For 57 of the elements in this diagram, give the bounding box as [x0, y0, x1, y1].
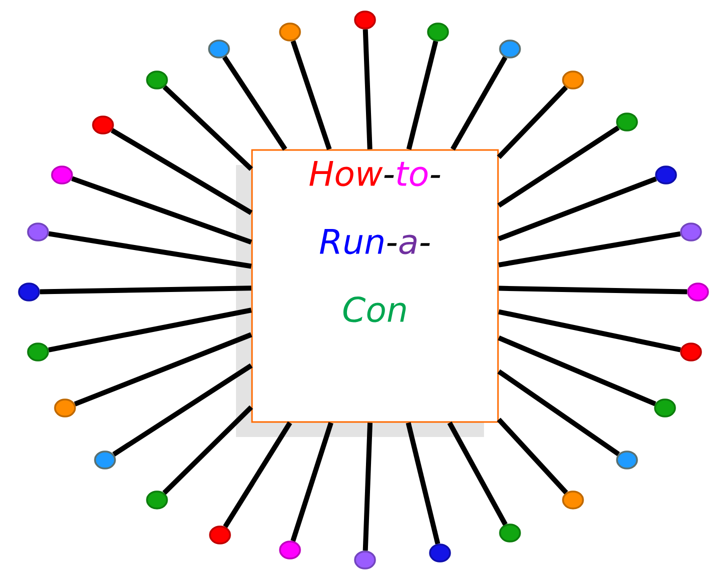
ball [427, 22, 449, 42]
ball [680, 222, 702, 242]
stick [74, 332, 252, 406]
ball [654, 398, 676, 418]
stick [362, 422, 373, 551]
title-box: How-to- Run-a- Con [251, 149, 499, 423]
stick [110, 128, 253, 215]
ball [616, 450, 638, 470]
ball [18, 282, 40, 302]
stick [406, 40, 438, 150]
ball [616, 112, 638, 132]
ball [354, 10, 376, 30]
stick [447, 422, 508, 526]
ball [51, 166, 73, 184]
ball [499, 524, 521, 542]
ball [27, 222, 49, 242]
ball [680, 342, 702, 362]
ball [94, 450, 116, 470]
stick [112, 363, 253, 456]
stick [222, 56, 288, 151]
ball [499, 40, 521, 58]
stick [496, 86, 568, 159]
ball [208, 40, 230, 58]
ball [92, 116, 114, 134]
stick [497, 369, 620, 456]
ball [54, 398, 76, 418]
ball [27, 342, 49, 362]
stick [71, 176, 252, 245]
stick [406, 422, 440, 544]
ball [279, 540, 301, 560]
stick [48, 308, 252, 352]
stick [290, 40, 332, 150]
stick [497, 126, 620, 208]
ball [146, 70, 168, 90]
stick [290, 422, 334, 542]
stick [498, 286, 688, 294]
stick [496, 418, 568, 494]
stick [498, 176, 657, 242]
ball [429, 544, 451, 562]
stick [162, 405, 254, 495]
stick [223, 421, 292, 528]
stick [48, 231, 252, 269]
ball [687, 282, 709, 302]
ball [279, 22, 301, 42]
stick [498, 336, 656, 406]
stick [162, 85, 253, 171]
ball [655, 166, 677, 184]
stick [498, 231, 681, 268]
stick [362, 29, 372, 150]
ball [354, 550, 376, 570]
stick [40, 286, 252, 294]
ball [146, 490, 168, 510]
stick [498, 309, 681, 352]
ball [209, 526, 231, 544]
ball [562, 490, 584, 510]
ball [562, 70, 584, 90]
stick [450, 56, 508, 150]
